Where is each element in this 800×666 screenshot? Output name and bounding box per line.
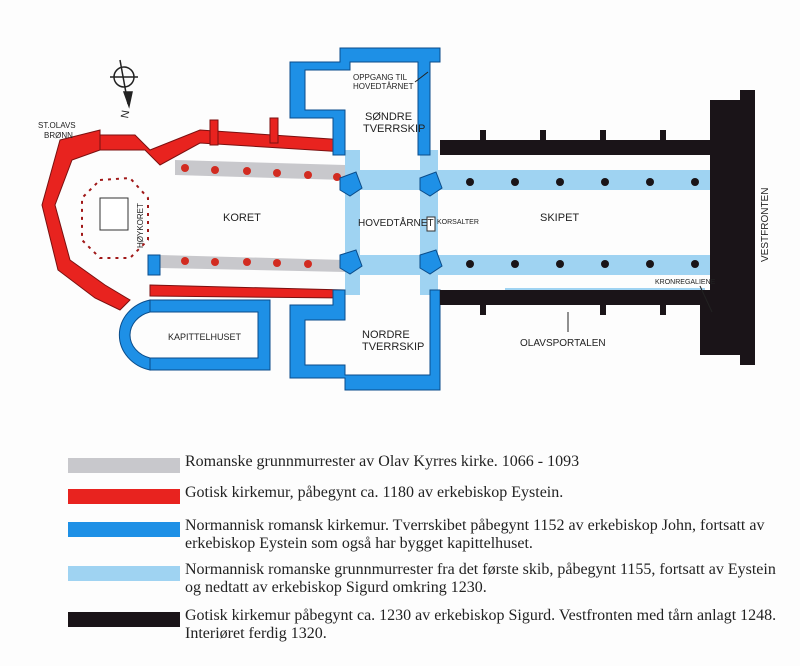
legend-swatch-blue: [68, 522, 180, 537]
gothic-choir-walls: [41, 117, 346, 311]
label-st-olavs-bronn-1: ST.OLAVS: [38, 121, 76, 130]
legend-swatch-black: [68, 612, 180, 627]
label-nordre-1: NORDRE: [362, 329, 410, 341]
label-kronregaliene: KRONREGALIENE: [655, 279, 716, 286]
korsalter-altar: [426, 216, 436, 232]
label-oppgang-1: OPPGANG TIL: [353, 73, 408, 82]
label-sondre-2: TVERRSKIP: [363, 123, 425, 135]
label-sondre-1: SØNDRE: [365, 111, 412, 123]
label-skipet: SKIPET: [540, 212, 579, 224]
legend-swatch-red: [68, 489, 180, 504]
norman-transept-walls: [147, 47, 443, 391]
pointer-arrows: [414, 71, 713, 332]
label-st-olavs-bronn-2: BRØNN: [44, 131, 73, 140]
label-olavsportalen: OLAVSPORTALEN: [520, 338, 606, 349]
floor-plan: N: [38, 47, 771, 391]
legend-text: Romanske grunnmurrester av Olav Kyrres k…: [185, 453, 580, 470]
compass-icon: [110, 59, 138, 109]
label-korsalter: KORSALTER: [437, 219, 479, 226]
legend-text: Gotisk kirkemur påbegynt ca. 1230 av erk…: [185, 607, 777, 642]
kapittelhuset-walls: [118, 299, 271, 371]
choir-pillars: [181, 164, 341, 268]
label-hovedtarnet: HOVEDTÅRNET: [358, 216, 434, 229]
olav-kyrre-foundations: [160, 160, 345, 272]
north-label: N: [119, 109, 132, 119]
gothic-nave-walls: [440, 90, 755, 365]
legend-text: Gotisk kirkemur, påbegynt ca. 1180 av er…: [185, 484, 564, 501]
legend-text: Normannisk romansk kirkemur. Tverrskibet…: [185, 517, 765, 552]
label-oppgang-2: HOVEDTÅRNET: [353, 82, 414, 91]
label-nordre-2: TVERRSKIP: [362, 341, 424, 353]
label-hoykoret: HØYKORET: [136, 203, 145, 248]
legend-swatch-light-blue: [68, 566, 180, 581]
label-vestfronten: VESTFRONTEN: [760, 188, 771, 262]
legend-text: Normannisk romanske grunnmurrester fra d…: [185, 561, 776, 596]
label-koret: KORET: [223, 212, 261, 224]
legend-swatch-grey: [68, 458, 180, 473]
label-kapittelhuset: KAPITTELHUSET: [168, 332, 242, 342]
high-altar: [99, 197, 129, 231]
